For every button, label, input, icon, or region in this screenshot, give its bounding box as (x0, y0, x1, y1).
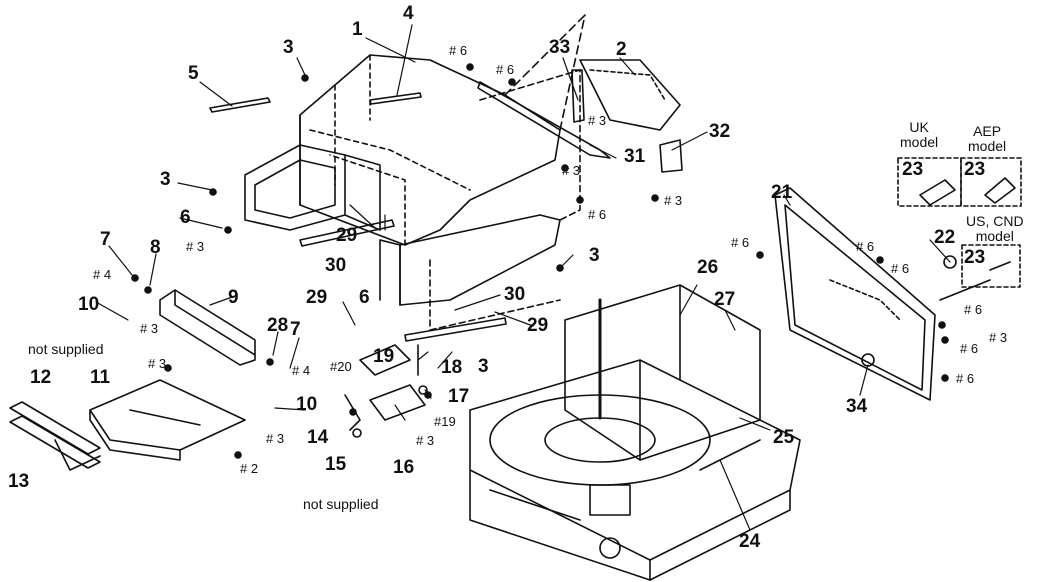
part-label-33: 33 (549, 37, 571, 58)
part-label-21: 21 (771, 182, 793, 203)
screw-label-6g: # 6 (964, 302, 983, 317)
main-unit-part (469, 284, 801, 581)
screw-label-6c: # 6 (588, 207, 607, 222)
part-label-11: 11 (90, 367, 111, 388)
screw-label-3h: # 3 (416, 433, 435, 448)
leader-lines (95, 24, 951, 531)
part-label-10b: 10 (296, 394, 318, 415)
part-label-7b: 7 (290, 319, 301, 340)
power-cord-parts (897, 157, 1022, 301)
part-label-1: 1 (352, 19, 363, 40)
rear-panel-part (774, 187, 936, 401)
part-label-13: 13 (8, 471, 30, 492)
screw-label-19: #19 (434, 414, 456, 429)
screw-label-3f: # 3 (148, 356, 167, 371)
screw-label-6d: # 6 (731, 235, 750, 250)
screw-label-3d: # 3 (186, 239, 205, 254)
part-label-5: 5 (188, 63, 199, 84)
part-label-29c: 29 (527, 315, 549, 336)
part-label-22: 22 (934, 227, 956, 248)
front-bar-part (159, 289, 256, 366)
screw-label-20: #20 (330, 359, 352, 374)
screw-label-3g: # 3 (266, 431, 285, 446)
part-label-23c: 23 (964, 247, 986, 268)
part-label-25: 25 (773, 427, 795, 448)
side-panel-part (579, 59, 681, 131)
clip-parts (571, 69, 683, 173)
screw-label-3b: # 3 (562, 163, 581, 178)
screw-marks (131, 63, 949, 459)
rail-parts (209, 81, 611, 342)
part-label-10: 10 (78, 294, 100, 315)
note-not-supplied-left: not supplied (28, 341, 104, 357)
part-label-4: 4 (403, 3, 414, 24)
screw-label-4a: # 4 (93, 267, 112, 282)
part-label-28: 28 (267, 315, 289, 336)
part-label-17: 17 (448, 386, 470, 407)
part-label-12: 12 (30, 367, 52, 388)
screw-label-3c: # 3 (664, 193, 683, 208)
part-label-3d: 3 (478, 356, 489, 377)
top-cover-part (299, 14, 586, 246)
aep-model-label: AEP model (968, 123, 1007, 154)
us-cnd-model-label: US, CND model (966, 213, 1024, 244)
part-label-26: 26 (697, 257, 719, 278)
screw-label-3a: # 3 (588, 113, 607, 128)
part-label-7: 7 (100, 229, 111, 250)
part-label-6: 6 (180, 207, 191, 228)
part-label-27: 27 (714, 289, 736, 310)
part-label-6b: 6 (359, 287, 370, 308)
part-label-32: 32 (709, 121, 731, 142)
part-label-14: 14 (307, 427, 329, 448)
part-label-16: 16 (393, 457, 415, 478)
screw-label-6e: # 6 (856, 239, 875, 254)
part-label-29b: 29 (306, 287, 328, 308)
part-label-31: 31 (624, 146, 646, 167)
part-label-18: 18 (441, 357, 463, 378)
part-label-19: 19 (373, 346, 395, 367)
left-bracket-part (244, 144, 381, 231)
screw-label-4b: # 4 (292, 363, 311, 378)
chassis-part (379, 69, 581, 331)
screw-label-3i: # 3 (989, 330, 1008, 345)
part-label-30a: 30 (325, 255, 347, 276)
part-label-3: 3 (283, 37, 294, 58)
part-label-2: 2 (616, 39, 627, 60)
part-label-8: 8 (150, 237, 161, 258)
bottom-plate-part (89, 379, 246, 461)
part-label-3b: 3 (160, 169, 171, 190)
note-not-supplied-bottom: not supplied (303, 496, 379, 512)
part-label-30b: 30 (504, 284, 526, 305)
part-label-15: 15 (325, 454, 347, 475)
part-label-24: 24 (739, 531, 761, 552)
screw-label-6i: # 6 (956, 371, 975, 386)
screw-label-6b: # 6 (496, 62, 515, 77)
screw-label-6h: # 6 (960, 341, 979, 356)
screw-label-6a: # 6 (449, 43, 468, 58)
part-label-23a: 23 (902, 159, 924, 180)
uk-model-label: UK model (900, 119, 939, 150)
screw-label-6f: # 6 (891, 261, 910, 276)
front-strip-parts (9, 401, 101, 471)
part-label-9: 9 (228, 287, 239, 308)
part-label-23b: 23 (964, 159, 986, 180)
screw-label-2: # 2 (240, 461, 259, 476)
part-label-29a: 29 (336, 225, 358, 246)
screw-label-3e: # 3 (140, 321, 159, 336)
part-label-3c: 3 (589, 245, 600, 266)
part-label-34: 34 (846, 396, 868, 417)
